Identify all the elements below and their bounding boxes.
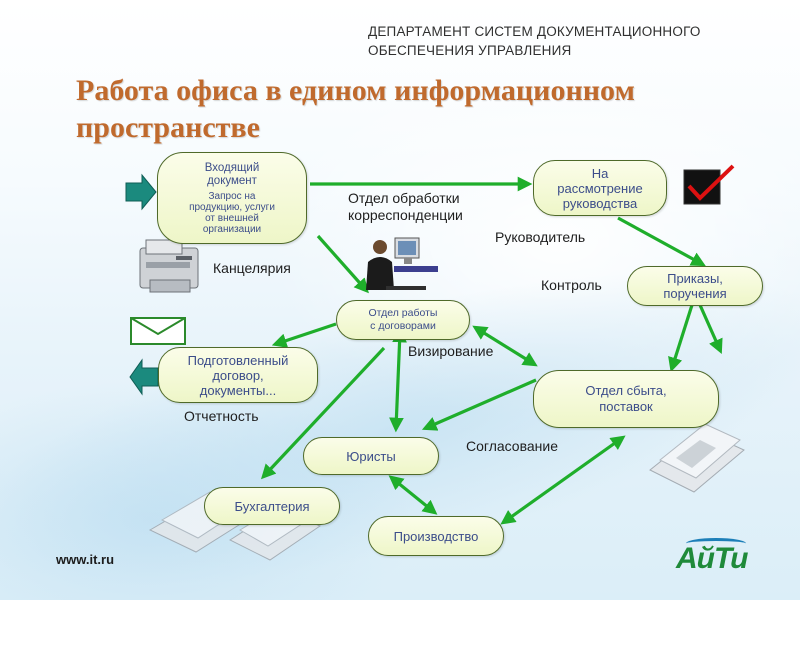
production-node: Производство bbox=[368, 516, 504, 556]
prepared-line-1: Подготовленный bbox=[187, 352, 289, 368]
approval-label: Визирование bbox=[408, 343, 494, 359]
orders-node: Приказы, поручения bbox=[627, 266, 763, 306]
document-stack-icon bbox=[649, 423, 745, 493]
control-label: Контроль bbox=[541, 277, 602, 293]
arrow-review-to-orders bbox=[617, 216, 706, 267]
checkmark-icon bbox=[683, 164, 735, 205]
correspondence-line-1: Отдел обработки bbox=[348, 190, 460, 206]
prepared-line-2: договор, bbox=[212, 367, 264, 383]
review-line-3: руководства bbox=[562, 195, 638, 211]
logo-arc bbox=[686, 538, 746, 549]
agreement-label: Согласование bbox=[466, 438, 558, 454]
arrow-contracts-to-accounting bbox=[260, 346, 386, 480]
arrow-lawyers-production bbox=[388, 475, 438, 515]
envelope-icon bbox=[130, 317, 186, 345]
sales-line-2: поставок bbox=[599, 399, 653, 414]
review-line-1: На bbox=[591, 165, 609, 181]
incoming-line-5: от внешней bbox=[205, 212, 259, 224]
incoming-document-node: Входящий документ Запрос на продукцию, у… bbox=[157, 152, 307, 244]
accounting-line-1: Бухгалтерия bbox=[234, 498, 310, 514]
correspondence-label: Отдел обработки корреспонденции bbox=[348, 190, 463, 224]
arrow-orders-to-sales-right bbox=[698, 304, 723, 355]
page-title: Работа офиса в едином информационном про… bbox=[76, 72, 756, 146]
side-arrow-right-icon bbox=[125, 173, 157, 211]
arrow-contracts-lawyers bbox=[389, 327, 407, 433]
manager-label: Руководитель bbox=[495, 229, 586, 245]
office-label: Канцелярия bbox=[213, 260, 291, 276]
sales-department-node: Отдел сбыта, поставок bbox=[533, 370, 719, 428]
incoming-line-1: Входящий bbox=[204, 161, 260, 174]
contracts-department-node: Отдел работы с договорами bbox=[336, 300, 470, 340]
side-arrow-left-icon bbox=[129, 358, 159, 396]
production-line-1: Производство bbox=[393, 528, 479, 544]
accounting-node: Бухгалтерия bbox=[204, 487, 340, 525]
person-at-computer-icon bbox=[366, 237, 438, 290]
arrow-contracts-sales bbox=[472, 325, 538, 367]
arrow-production-sales bbox=[500, 435, 626, 525]
correspondence-line-2: корреспонденции bbox=[348, 207, 463, 223]
prepared-contract-node: Подготовленный договор, документы... bbox=[158, 347, 318, 403]
lawyers-node: Юристы bbox=[303, 437, 439, 475]
incoming-line-6: организации bbox=[202, 223, 262, 235]
lawyers-line-1: Юристы bbox=[346, 448, 396, 464]
department-line-1: ДЕПАРТАМЕНТ СИСТЕМ ДОКУМЕНТАЦИОННОГО bbox=[368, 24, 701, 39]
contracts-line-1: Отдел работы bbox=[368, 307, 438, 319]
prepared-line-3: документы... bbox=[199, 382, 277, 398]
department-line-2: ОБЕСПЕЧЕНИЯ УПРАВЛЕНИЯ bbox=[368, 43, 572, 58]
footer-url: www.it.ru bbox=[56, 552, 115, 567]
printer-icon bbox=[139, 239, 199, 293]
incoming-line-2: документ bbox=[207, 174, 257, 187]
department-heading: ДЕПАРТАМЕНТ СИСТЕМ ДОКУМЕНТАЦИОННОГО ОБЕ… bbox=[368, 22, 768, 60]
review-line-2: рассмотрение bbox=[557, 180, 643, 196]
incoming-line-3: Запрос на bbox=[208, 190, 256, 202]
title-line-2: пространстве bbox=[76, 111, 260, 144]
contracts-line-2: с договорами bbox=[370, 320, 436, 332]
sales-line-1: Отдел сбыта, bbox=[585, 383, 667, 398]
review-node: На рассмотрение руководства bbox=[533, 160, 667, 216]
reporting-label: Отчетность bbox=[184, 408, 259, 424]
orders-line-1: Приказы, bbox=[667, 271, 723, 286]
arrow-incoming-to-contracts bbox=[316, 234, 369, 294]
incoming-line-4: продукцию, услуги bbox=[189, 201, 275, 213]
arrow-contracts-to-prepared bbox=[271, 322, 337, 348]
arrow-sales-to-lawyers bbox=[421, 378, 537, 431]
orders-line-2: поручения bbox=[663, 286, 727, 301]
title-line-1: Работа офиса в едином информационном bbox=[76, 74, 635, 107]
company-logo: АйТи bbox=[676, 538, 748, 576]
arrow-orders-to-sales-left bbox=[668, 304, 694, 373]
